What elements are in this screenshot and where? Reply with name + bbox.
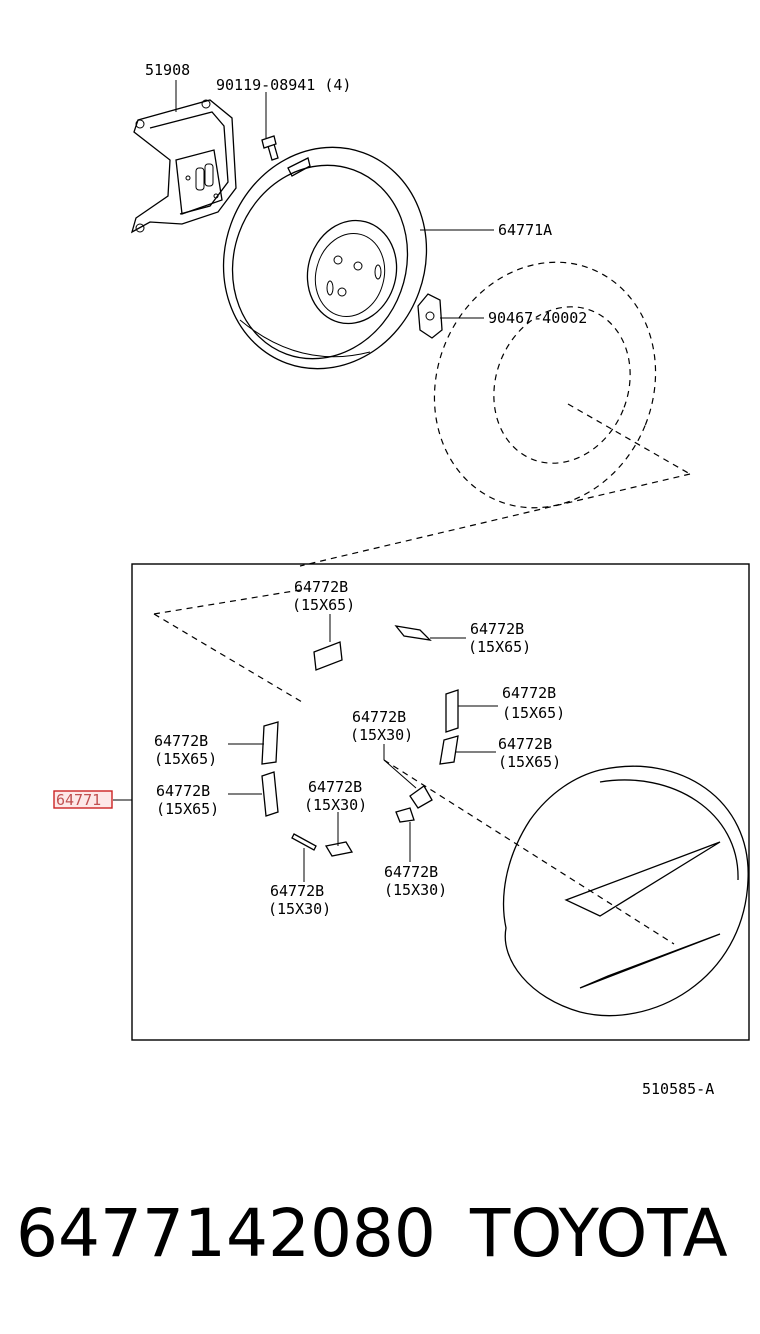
part-number: 6477142080 bbox=[16, 1195, 436, 1272]
svg-text:(15X30): (15X30) bbox=[384, 881, 447, 899]
callout-64771A: 64771A bbox=[498, 221, 552, 239]
callout-pad-10: 64772B (15X30) bbox=[384, 863, 447, 899]
pad-7 bbox=[261, 771, 279, 817]
pad-9 bbox=[291, 833, 317, 851]
pad-5 bbox=[439, 735, 459, 765]
pad-6 bbox=[261, 721, 279, 765]
svg-text:(15X65): (15X65) bbox=[292, 596, 355, 614]
svg-text:(15X30): (15X30) bbox=[304, 796, 367, 814]
spare-tire-cover bbox=[502, 765, 749, 1017]
callout-pad-7: 64772B (15X65) bbox=[156, 782, 219, 818]
callout-pad-3: 64772B (15X30) bbox=[350, 708, 413, 744]
diagram-code: 510585-A bbox=[642, 1080, 714, 1098]
callout-pad-4: 64772B (15X65) bbox=[502, 684, 565, 722]
pad-3 bbox=[395, 785, 433, 823]
svg-text:64772B: 64772B bbox=[294, 578, 348, 596]
bolt bbox=[261, 135, 279, 161]
svg-text:64771: 64771 bbox=[56, 791, 101, 809]
clip bbox=[417, 293, 443, 339]
svg-text:64772B: 64772B bbox=[470, 620, 524, 638]
pad-2 bbox=[394, 625, 432, 641]
detail-frame bbox=[131, 563, 750, 1041]
svg-text:64772B: 64772B bbox=[154, 732, 208, 750]
svg-text:(15X65): (15X65) bbox=[498, 753, 561, 771]
svg-text:(15X65): (15X65) bbox=[156, 800, 219, 818]
pad-4 bbox=[445, 689, 459, 733]
svg-text:(15X65): (15X65) bbox=[468, 638, 531, 656]
spare-tire-bracket bbox=[130, 99, 237, 234]
svg-text:(15X65): (15X65) bbox=[502, 704, 565, 722]
callout-pad-1: 64772B (15X65) bbox=[292, 578, 355, 614]
callout-pad-5: 64772B (15X65) bbox=[498, 735, 561, 771]
callout-pad-2: 64772B (15X65) bbox=[468, 620, 531, 656]
svg-text:(15X65): (15X65) bbox=[154, 750, 217, 768]
svg-text:64772B: 64772B bbox=[502, 684, 556, 702]
svg-text:(15X30): (15X30) bbox=[268, 900, 331, 918]
spare-tire-carrier bbox=[222, 146, 428, 370]
svg-text:64772B: 64772B bbox=[308, 778, 362, 796]
svg-text:64772B: 64772B bbox=[384, 863, 438, 881]
spare-tire-phantom bbox=[299, 261, 691, 567]
callout-51908: 51908 bbox=[145, 61, 190, 79]
callout-90467-40002: 90467-40002 bbox=[488, 309, 587, 327]
pad-8 bbox=[324, 841, 354, 857]
callout-pad-9: 64772B (15X30) bbox=[268, 882, 331, 918]
svg-text:64772B: 64772B bbox=[498, 735, 552, 753]
svg-text:64772B: 64772B bbox=[270, 882, 324, 900]
callout-pad-8: 64772B (15X30) bbox=[304, 778, 367, 814]
svg-text:64772B: 64772B bbox=[156, 782, 210, 800]
svg-text:64772B: 64772B bbox=[352, 708, 406, 726]
svg-text:(15X30): (15X30) bbox=[350, 726, 413, 744]
pad-1 bbox=[313, 641, 343, 671]
callout-90119-08941: 90119-08941 (4) bbox=[216, 76, 351, 94]
callout-64771: 64771 bbox=[53, 790, 113, 809]
callout-pad-6: 64772B (15X65) bbox=[154, 732, 217, 768]
brand-name: TOYOTA bbox=[469, 1195, 728, 1272]
